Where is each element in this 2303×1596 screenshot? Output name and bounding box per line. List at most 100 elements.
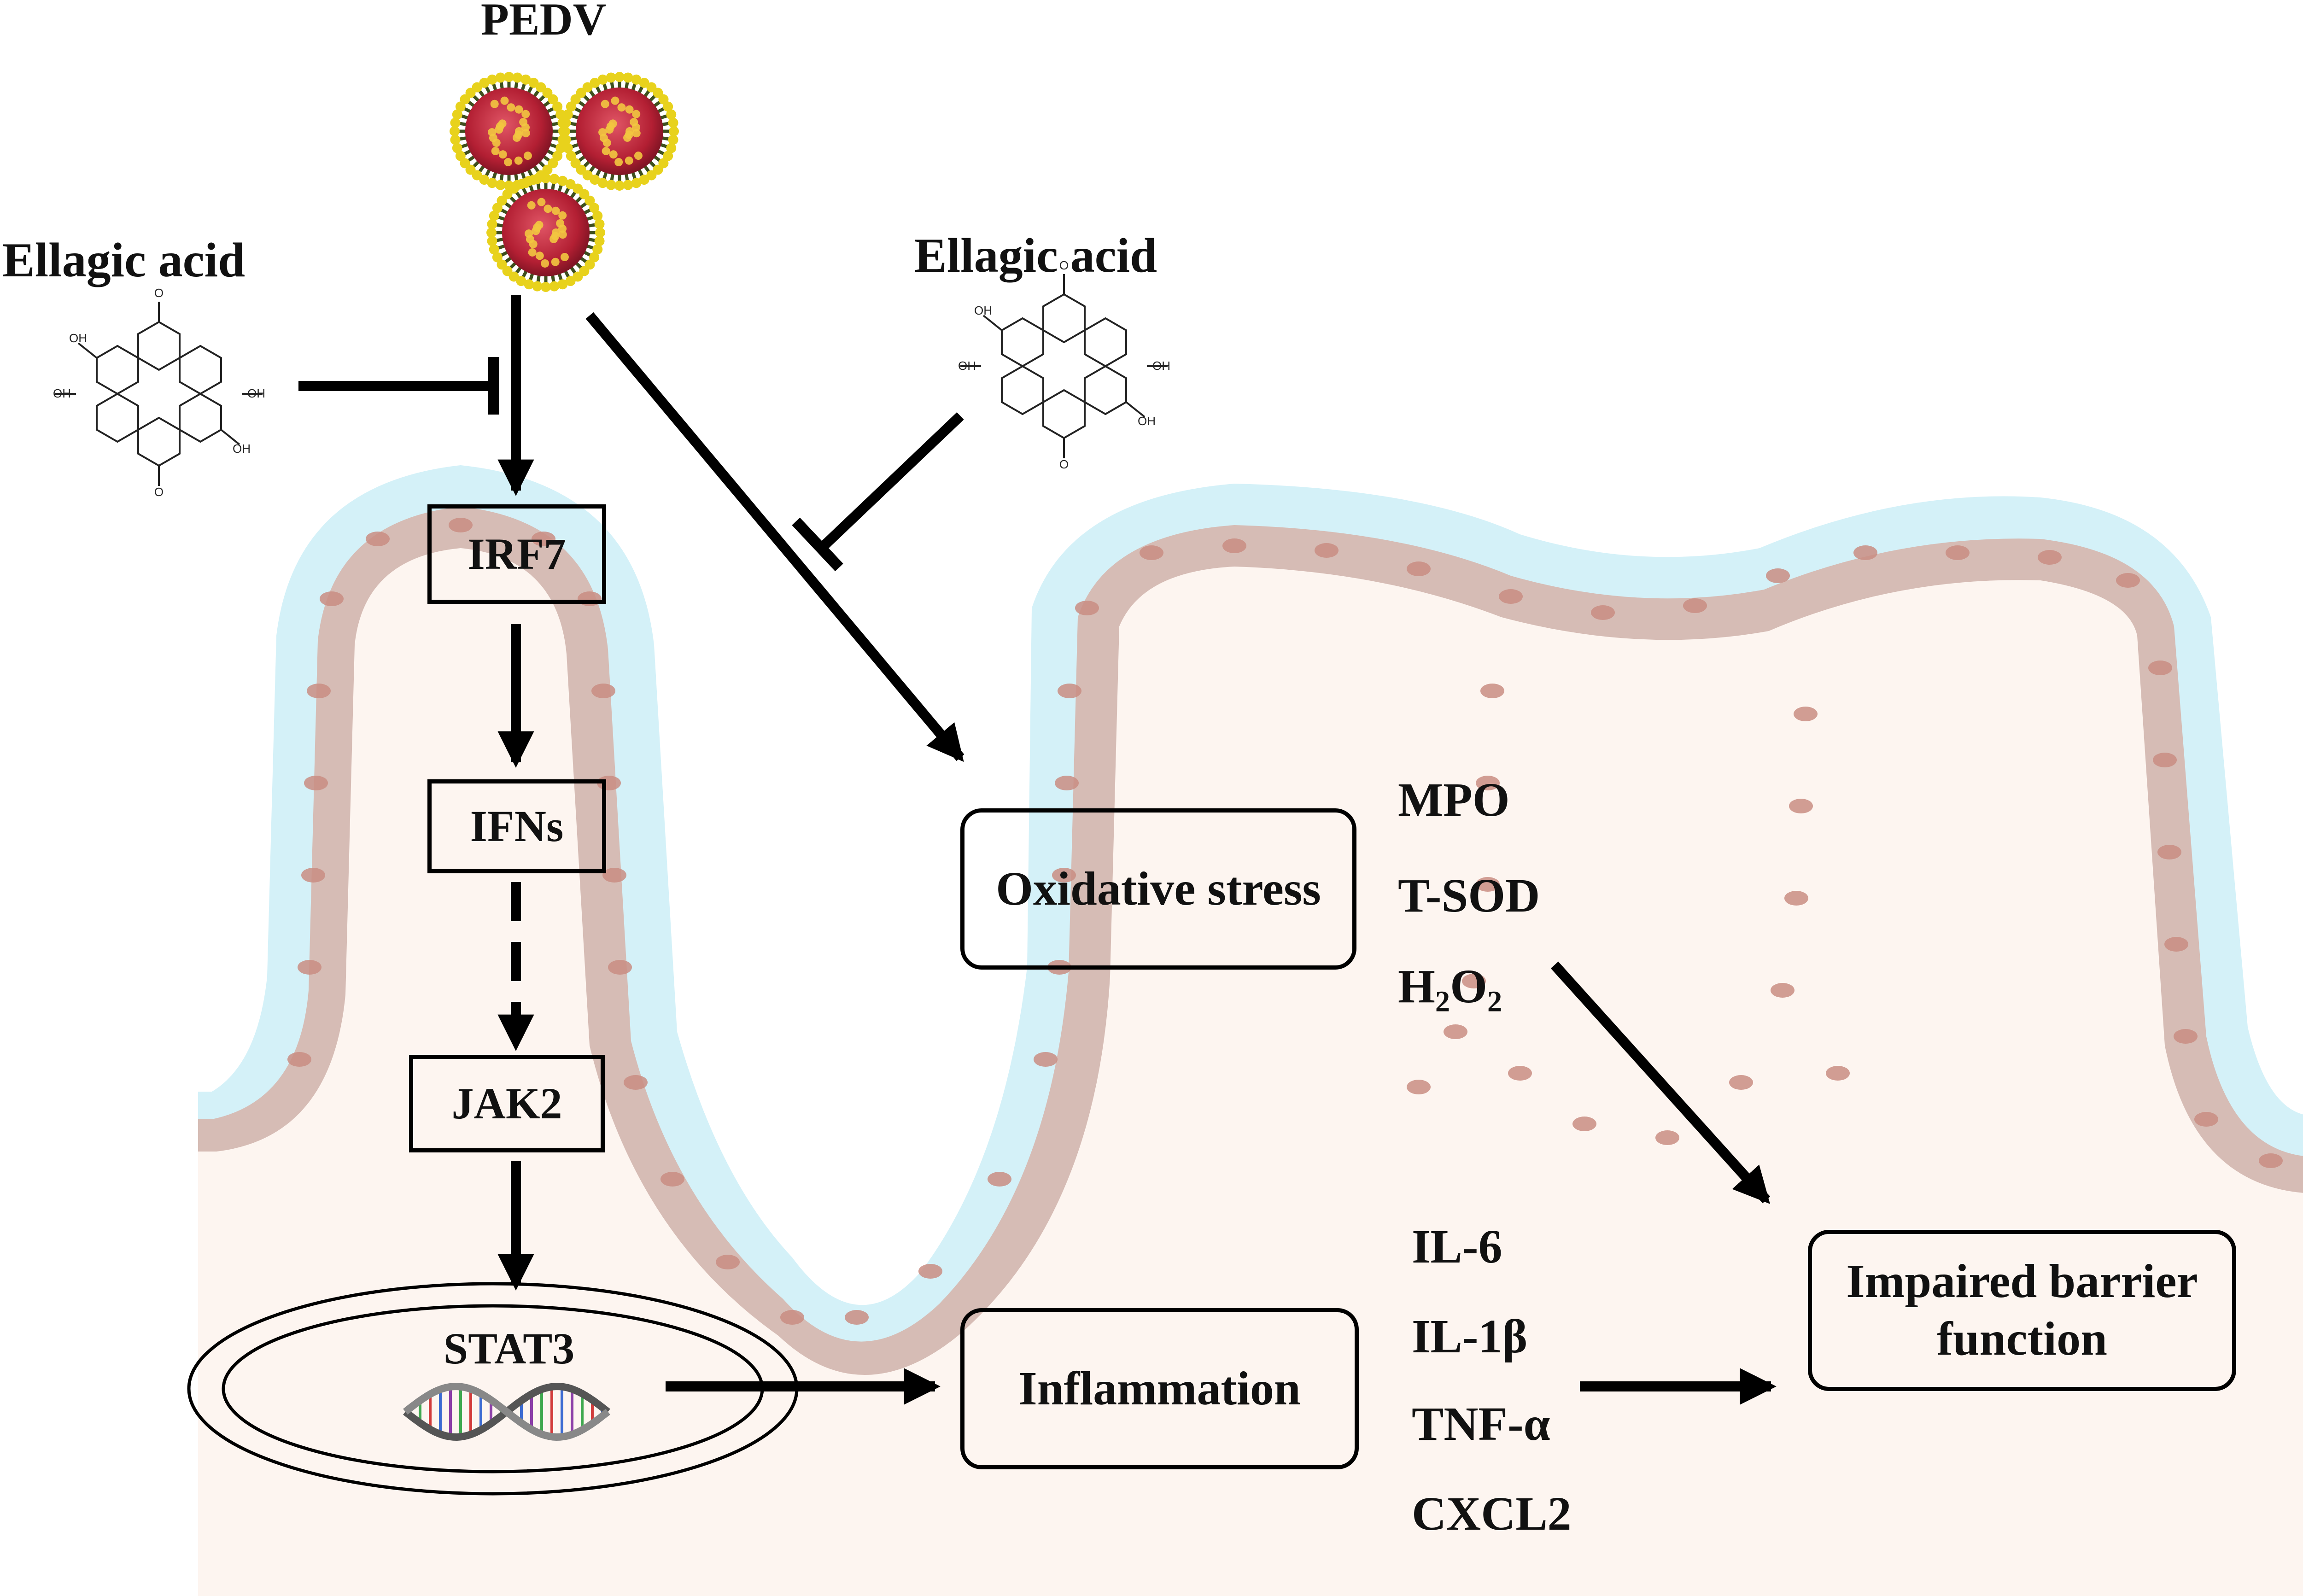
nucleus-dot — [1058, 684, 1081, 698]
svg-text:O: O — [1059, 457, 1069, 471]
nucleus-dot — [2194, 1112, 2218, 1127]
virus-particle — [560, 72, 679, 191]
nucleus-dot — [608, 960, 632, 975]
nucleus-dot — [624, 1075, 648, 1090]
nucleus-dot — [1946, 545, 1970, 560]
inhibition-bar-right — [792, 517, 843, 572]
virus-particle — [450, 72, 568, 191]
oxidative-stress-label: Oxidative stress — [996, 862, 1321, 915]
nucleus-dot — [1407, 561, 1431, 576]
inhibition-line-right — [814, 412, 964, 555]
nucleus-dot — [301, 868, 325, 883]
stat3-label: STAT3 — [444, 1324, 575, 1373]
nucleus-dot — [591, 684, 615, 698]
jak2-box: JAK2 — [409, 1055, 605, 1152]
nucleus-dot — [2157, 845, 2181, 859]
nucleus-dot — [287, 1052, 311, 1067]
pathway-arrows — [298, 295, 1777, 1405]
nucleus-dot — [307, 684, 331, 698]
svg-text:OH: OH — [1138, 414, 1156, 428]
ellagic-acid-label-right: Ellagic acid — [914, 228, 1157, 282]
nucleus-dot — [532, 532, 555, 546]
cytokine-tnfa-label: TNF-α — [1412, 1397, 1550, 1450]
nucleus-dot — [1826, 1066, 1850, 1081]
nucleus — [187, 1282, 799, 1496]
nucleus-dot — [988, 1172, 1011, 1187]
svg-text:O: O — [1059, 258, 1069, 272]
nucleus-dot — [1444, 1024, 1467, 1039]
nucleus-dot — [845, 1310, 869, 1325]
nucleus-dot — [1771, 983, 1794, 998]
oxidative-markers-to-barrier-arrow — [1550, 961, 1771, 1204]
cytokine-il1b-label: IL-1β — [1412, 1310, 1528, 1363]
nucleus-dot — [298, 960, 321, 975]
svg-text:OH: OH — [53, 386, 71, 400]
nucleus-dot — [366, 532, 390, 546]
cytokine-il6-label: IL-6 — [1412, 1220, 1502, 1273]
nucleus-dot — [1476, 877, 1500, 892]
nucleus-dot — [602, 868, 626, 883]
nucleus-dot — [1476, 776, 1500, 790]
nucleus-dot — [1794, 707, 1818, 721]
nucleus-dot — [780, 1310, 804, 1325]
virus-particle — [486, 173, 605, 292]
nucleus-dot — [1140, 545, 1163, 560]
nucleus-dot — [1075, 601, 1099, 615]
inflammation-label: Inflammation — [1018, 1362, 1301, 1415]
nucleus-dot — [2038, 550, 2062, 565]
inflammation-box: Inflammation — [960, 1308, 1359, 1469]
nucleus-dot — [1462, 974, 1486, 988]
svg-text:OH: OH — [233, 442, 251, 456]
nucleus-dot — [1034, 1052, 1058, 1067]
nucleus-dot — [1222, 538, 1246, 553]
nucleus-dot — [1407, 1080, 1431, 1094]
nucleus-dot — [1784, 891, 1808, 906]
nucleus-dot — [2174, 1029, 2198, 1044]
nucleus-dot — [1591, 605, 1615, 620]
nucleus-dot — [449, 518, 473, 532]
pedv-to-oxidative-stress-arrow — [585, 312, 964, 762]
nucleus-dot — [1508, 1066, 1532, 1081]
cytokine-cxcl2-label: CXCL2 — [1412, 1487, 1572, 1540]
svg-text:OH: OH — [974, 304, 992, 317]
nucleus-outer-membrane — [187, 1282, 799, 1496]
intestinal-tissue — [198, 465, 2303, 1596]
svg-text:O: O — [154, 286, 164, 300]
svg-text:O: O — [154, 485, 164, 499]
nucleus-dot — [1683, 598, 1707, 613]
ifns-box: IFNs — [427, 779, 606, 873]
mpo-label: MPO — [1398, 773, 1510, 826]
svg-text:OH: OH — [958, 359, 976, 373]
nucleus-dot — [716, 1255, 740, 1269]
nucleus-dot — [918, 1264, 942, 1279]
nucleus-inner-membrane — [222, 1304, 764, 1473]
irf7-label: IRF7 — [468, 529, 566, 579]
nucleus-dot — [304, 776, 328, 790]
impaired-barrier-function-box: Impaired barrier function — [1808, 1230, 2236, 1391]
pedv-label: PEDV — [481, 0, 606, 45]
tissue-core — [198, 548, 2303, 1596]
nucleus-dot — [2259, 1153, 2283, 1168]
nucleus-dot — [1789, 799, 1813, 813]
oxidative-stress-box: Oxidative stress — [960, 808, 1356, 970]
ellagic-acid-label-left: Ellagic acid — [2, 233, 245, 287]
nucleus-dot — [1572, 1117, 1596, 1131]
pedv-virus-particles — [450, 72, 679, 292]
nucleus-dot — [661, 1172, 684, 1187]
nucleus-dot — [2153, 753, 2177, 767]
nucleus-dot — [1729, 1075, 1753, 1090]
svg-text:OH: OH — [247, 386, 265, 400]
jak2-label: JAK2 — [451, 1079, 562, 1128]
nucleus-dot — [1052, 868, 1076, 883]
impaired-barrier-function-label: Impaired barrier function — [1846, 1255, 2198, 1365]
nucleus-dot — [2116, 573, 2140, 588]
nucleus-dot — [1315, 543, 1339, 558]
nucleus-dot — [2164, 937, 2188, 952]
ifns-label: IFNs — [470, 801, 564, 851]
h2o2-label: H2O2 — [1398, 960, 1502, 1018]
nucleus-dot — [1480, 684, 1504, 698]
nucleus-dot — [1853, 545, 1877, 560]
dna-helix-icon — [403, 1382, 610, 1441]
